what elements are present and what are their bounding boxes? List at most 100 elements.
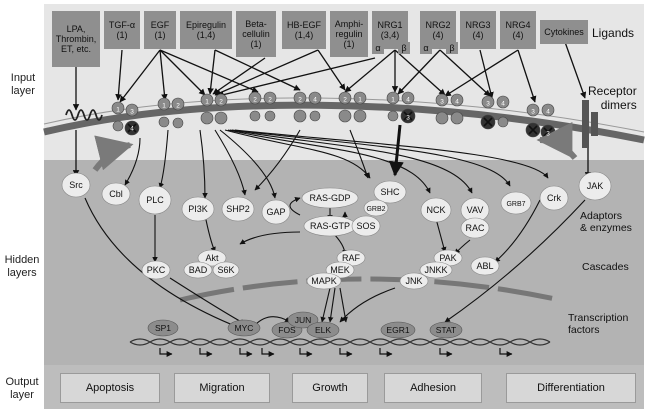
- cascades-label: Cascades: [582, 261, 629, 273]
- receptor-adaptor-arrows: [124, 124, 549, 199]
- node-shc: SHC: [373, 180, 407, 204]
- tf-label-sp1: SP1: [155, 323, 171, 333]
- node-gap: GAP: [261, 199, 291, 225]
- dna-helix: [129, 338, 551, 346]
- node-label-s6k: S6K: [217, 265, 234, 275]
- node-grb7: GRB7: [500, 191, 532, 215]
- receptor-number: 3: [406, 115, 410, 122]
- tf-jun: JUN: [287, 311, 319, 329]
- receptor-number: 2: [268, 97, 272, 104]
- receptor-number: 1: [358, 97, 362, 104]
- node-label-grb2: GRB2: [366, 206, 385, 213]
- node-jnkk: JNKK: [419, 261, 453, 279]
- node-label-abl: ABL: [476, 261, 493, 271]
- node-label-plc: PLC: [146, 195, 164, 205]
- node-label-jnk: JNK: [405, 276, 422, 286]
- node-akt: Akt: [197, 249, 227, 267]
- input-layer-label: Input layer: [10, 72, 36, 97]
- receptor-number: 1: [116, 107, 120, 114]
- receptor-number: 4: [455, 99, 459, 106]
- receptor-number: 3: [440, 99, 444, 106]
- ligand-nrg3: NRG3 (4): [460, 11, 496, 49]
- transcription-arrows: [159, 348, 513, 357]
- receptor-number: 2: [253, 97, 257, 104]
- tf-myc: MYC: [227, 319, 261, 337]
- node-label-rac: RAC: [465, 223, 485, 233]
- adaptors-label: Adaptors & enzymes: [580, 210, 632, 234]
- ligand-cytokines: Cytokines: [540, 20, 588, 44]
- transcription-factors-label: Transcription factors: [568, 312, 629, 336]
- node-nck: NCK: [420, 197, 452, 223]
- recycle-arrow-left: [92, 135, 134, 172]
- node-label-shp2: SHP2: [226, 204, 250, 214]
- ligand-epiregulin: Epiregulin (1,4): [180, 11, 232, 49]
- receptor-number: 1: [162, 103, 166, 110]
- output-apoptosis: Apoptosis: [60, 373, 160, 403]
- node-pi3k: PI3K: [181, 196, 215, 222]
- tf-label-elk: ELK: [315, 325, 331, 335]
- receptor-number: 4: [406, 97, 410, 104]
- receptor-number: 3: [531, 109, 535, 116]
- isoform-beta-2: β: [446, 42, 458, 54]
- node-ras-gdp: RAS-GDP: [301, 187, 359, 209]
- isoform-beta-1: β: [398, 42, 410, 54]
- receptor-number: 3: [486, 101, 490, 108]
- node-label-ras-gdp: RAS-GDP: [309, 193, 350, 203]
- node-bad: BAD: [183, 261, 213, 279]
- node-label-gap: GAP: [266, 207, 285, 217]
- tf-elk: ELK: [306, 321, 340, 339]
- node-label-sos: SOS: [356, 221, 375, 231]
- node-label-ras-gtp: RAS-GTP: [310, 221, 350, 231]
- node-label-mapk: MAPK: [311, 276, 337, 286]
- hidden-layer-label: Hidden layers: [4, 254, 40, 279]
- node-s6k: S6K: [212, 261, 240, 279]
- output-growth: Growth: [292, 373, 368, 403]
- node-label-grb7: GRB7: [506, 201, 525, 208]
- node-label-cbl: Cbl: [109, 189, 123, 199]
- node-label-akt: Akt: [205, 253, 219, 263]
- receptor-number: 1: [391, 97, 395, 104]
- node-jak: JAK: [578, 171, 612, 201]
- tf-label-egr1: EGR1: [386, 325, 409, 335]
- tf-stat: STAT: [429, 321, 463, 339]
- node-label-pi3k: PI3K: [188, 204, 208, 214]
- ligand-lpa: LPA, Thrombin, ET, etc.: [52, 11, 100, 67]
- ligand-betacellulin: Beta- cellulin (1): [236, 11, 276, 57]
- receptor-number: 4: [501, 101, 505, 108]
- output-differentiation: Differentiation: [506, 373, 636, 403]
- isoform-alpha-1: α: [372, 42, 384, 54]
- ligand-receptor-arrows: [72, 41, 587, 111]
- node-label-crk: Crk: [547, 193, 561, 203]
- ligands-title: Ligands: [592, 26, 635, 40]
- receptor-number: 2: [176, 103, 180, 110]
- node-label-jak: JAK: [587, 181, 604, 191]
- node-abl: ABL: [470, 256, 500, 276]
- tf-label-myc: MYC: [235, 323, 254, 333]
- node-crk: Crk: [539, 185, 569, 211]
- gpcr-receptor: [65, 109, 103, 121]
- output-migration: Migration: [174, 373, 270, 403]
- node-ras-gtp: RAS-GTP: [303, 215, 357, 237]
- ligand-tgf-alpha: TGF-α (1): [104, 11, 140, 49]
- receptor-number: 2: [343, 97, 347, 104]
- node-label-jnkk: JNKK: [424, 265, 447, 275]
- tf-egr1: EGR1: [380, 321, 416, 339]
- receptor-number: 2: [298, 97, 302, 104]
- ligand-egf: EGF (1): [144, 11, 176, 49]
- output-layer-label: Output layer: [5, 376, 39, 401]
- ligand-nrg4: NRG4 (4): [500, 11, 536, 49]
- receptor-number: 2: [219, 99, 223, 106]
- tf-label-fos: FOS: [278, 325, 296, 335]
- receptor-number: 4: [313, 97, 317, 104]
- node-label-pkc: PKC: [147, 265, 166, 275]
- output-adhesion: Adhesion: [384, 373, 482, 403]
- tf-sp1: SP1: [147, 319, 179, 337]
- node-label-pak: PAK: [439, 253, 456, 263]
- node-pkc: PKC: [141, 260, 171, 280]
- node-sos: SOS: [351, 215, 381, 237]
- node-plc: PLC: [138, 185, 172, 215]
- node-label-vav: VAV: [467, 205, 484, 215]
- node-label-src: Src: [69, 180, 83, 190]
